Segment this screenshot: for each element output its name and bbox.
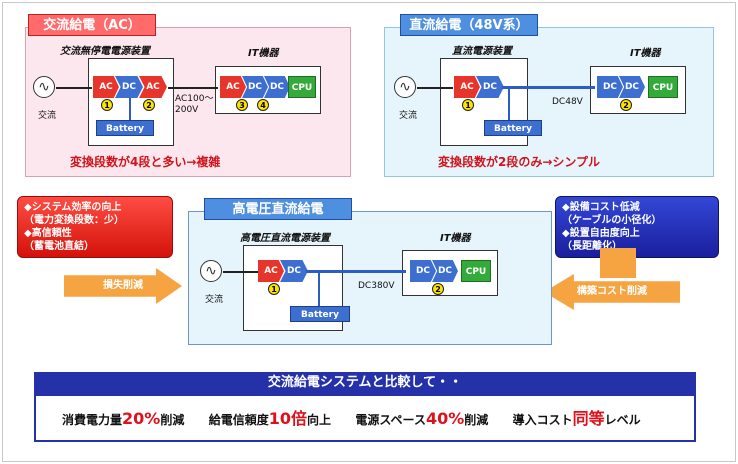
ac-it-stage-dc2: DC	[264, 76, 290, 98]
dc-psu-stage-ac: AC	[454, 76, 480, 98]
ac-title: 交流給電（AC）	[28, 14, 156, 36]
dc-psu-label: 直流電源装置	[452, 46, 512, 57]
ac-it-stage-dc1: DC	[242, 76, 268, 98]
build-cost-arrow-stem	[600, 248, 636, 278]
ac-battery: Battery	[96, 120, 154, 136]
hvdc-psu-label: 高電圧直流電源装置	[240, 233, 330, 244]
ac-it-stage-ac: AC	[220, 76, 246, 98]
hvdc-step-2: 2	[432, 283, 444, 295]
dc-source-label: 交流	[399, 111, 418, 121]
dc-cpu: CPU	[648, 76, 678, 98]
ac-it-label: IT機器	[248, 48, 279, 59]
hvdc-title: 高電圧直流給電	[204, 198, 352, 220]
ac-voltage-label: AC100～ 200V	[175, 94, 214, 115]
ac-ups-stage-ac1: AC	[93, 76, 119, 98]
summary-item-2: 給電信頼度10倍向上	[208, 409, 332, 428]
ac-source-label: 交流	[38, 111, 57, 121]
dc-wire-in	[417, 87, 453, 89]
ac-step-2: 2	[143, 99, 155, 111]
dc-voltage-label: DC48V	[552, 97, 583, 107]
ac-battery-wire	[129, 98, 131, 120]
hvdc-source-icon: ∿	[200, 260, 222, 282]
summary-item-4: 導入コスト同等レベル	[512, 409, 641, 428]
summary-body: 消費電力量20%削減 給電信頼度10倍向上 電源スペース40%削減 導入コスト同…	[34, 394, 696, 442]
ac-ups-stage-dc: DC	[115, 76, 143, 98]
dc-it-label: IT機器	[630, 48, 661, 59]
dc-title: 直流給電（48V系）	[400, 14, 538, 36]
hvdc-voltage-label: DC380V	[358, 281, 395, 291]
efficiency-line-2: （電力変換段数：少）	[24, 215, 124, 226]
efficiency-line-3: ◆高信頼性	[24, 228, 72, 239]
dc-source-icon: ∿	[394, 76, 416, 98]
dc-power-panel	[384, 27, 714, 177]
hvdc-cpu: CPU	[461, 260, 491, 282]
summary-item-3: 電源スペース40%削減	[355, 409, 489, 428]
cost-line-1: ◆設備コスト低減	[562, 202, 640, 213]
efficiency-line-1: ◆システム効率の向上	[24, 202, 122, 213]
hvdc-source-label: 交流	[205, 295, 224, 305]
dc-step-1: 1	[462, 99, 474, 111]
ac-wire-in	[56, 87, 92, 89]
cost-line-3: ◆設置自由度向上	[562, 228, 640, 239]
dc-battery-wire	[508, 88, 510, 120]
efficiency-box: ◆システム効率の向上 （電力変換段数：少） ◆高信頼性 （蓄電池直結）	[17, 196, 173, 258]
hvdc-step-1: 1	[268, 283, 280, 295]
cost-line-4: （長距離化）	[562, 241, 622, 252]
ac-source-icon: ∿	[33, 76, 55, 98]
ac-ups-stage-ac2: AC	[139, 76, 167, 98]
dc-it-stage-dc1: DC	[597, 76, 623, 98]
hvdc-it-stage-dc2: DC	[432, 260, 458, 282]
dc-it-stage-dc2: DC	[619, 76, 645, 98]
cost-line-2: （ケーブルの小径化）	[562, 215, 662, 226]
summary-title: 交流給電システムと比較して・・	[34, 372, 696, 394]
ac-step-4: 4	[257, 99, 269, 111]
dc-note: 変換段数が2段のみ→シンプル	[438, 155, 601, 169]
dc-step-2: 2	[620, 99, 632, 111]
dc-psu-stage-dc: DC	[476, 76, 504, 98]
hvdc-battery: Battery	[290, 306, 350, 322]
hvdc-wire-in	[223, 271, 259, 273]
efficiency-line-4: （蓄電池直結）	[24, 241, 94, 252]
dc-wire-out	[502, 86, 595, 89]
hvdc-it-stage-dc1: DC	[410, 260, 436, 282]
hvdc-wire-out	[306, 270, 406, 273]
ac-cpu: CPU	[288, 76, 316, 98]
ac-ups-label: 交流無停電電源装置	[60, 46, 150, 57]
cost-box: ◆設備コスト低減 （ケーブルの小径化） ◆設置自由度向上 （長距離化）	[555, 196, 719, 258]
hvdc-it-label: IT機器	[440, 233, 471, 244]
ac-step-3: 3	[236, 99, 248, 111]
ac-note: 変換段数が4段と多い→複雑	[70, 155, 221, 169]
ac-wire-out	[168, 87, 218, 89]
hvdc-battery-wire	[318, 272, 320, 306]
ac-step-1: 1	[101, 99, 113, 111]
summary-item-1: 消費電力量20%削減	[62, 409, 185, 428]
hvdc-psu-stage-dc: DC	[280, 260, 308, 282]
hvdc-psu-stage-ac: AC	[258, 260, 284, 282]
dc-battery: Battery	[484, 120, 542, 136]
